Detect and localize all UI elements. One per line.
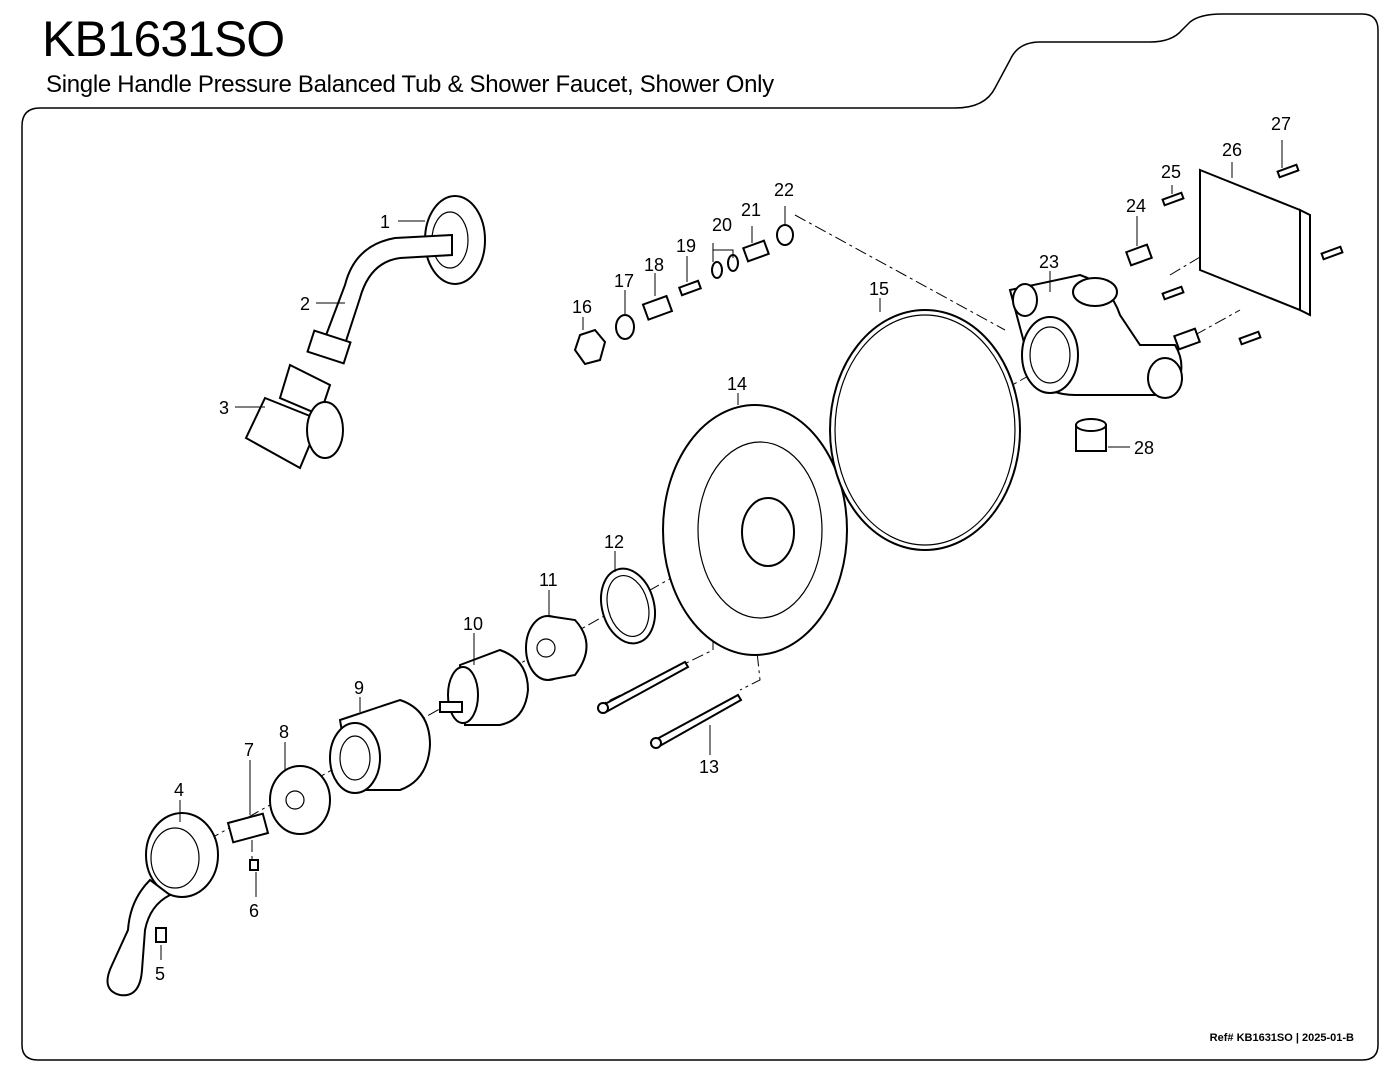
callout-21: 21 [741, 200, 761, 220]
callout-18: 18 [644, 255, 664, 275]
callout-1: 1 [380, 212, 390, 232]
washers-20 [711, 254, 739, 279]
callout-8: 8 [279, 722, 289, 742]
callout-27: 27 [1271, 114, 1291, 134]
retaining-ring [600, 567, 656, 645]
callout-9: 9 [354, 678, 364, 698]
callout-6: 6 [249, 901, 259, 921]
callout-17: 17 [614, 271, 634, 291]
washer-22 [776, 224, 794, 246]
set-screw-5 [155, 927, 167, 943]
callout-5: 5 [155, 964, 165, 984]
pipe-plug [1075, 418, 1107, 452]
callout-26: 26 [1222, 140, 1242, 160]
callout-22: 22 [774, 180, 794, 200]
callout-11: 11 [539, 570, 558, 590]
mounting-screws-27 [1276, 163, 1344, 261]
callout-12: 12 [604, 532, 624, 552]
callout-3: 3 [219, 398, 229, 418]
callout-10: 10 [463, 614, 483, 634]
cartridge-sleeve [329, 698, 432, 794]
callout-labels: 1 2 3 4 5 6 7 8 9 10 11 12 13 14 15 16 1… [155, 114, 1291, 984]
pressure-balance-cartridge [439, 648, 530, 726]
reference-footer: Ref# KB1631SO | 2025-01-B [1209, 1032, 1354, 1044]
product-description: Single Handle Pressure Balanced Tub & Sh… [46, 71, 774, 98]
set-screw-6 [249, 859, 259, 871]
callout-13: 13 [699, 757, 719, 777]
leader-lines [160, 140, 1283, 960]
trim-gasket [829, 309, 1021, 551]
callout-28: 28 [1134, 438, 1154, 458]
drawing-frame [21, 13, 1379, 1061]
trim-plate [662, 404, 848, 656]
valve-body [1008, 273, 1183, 399]
stop-stem-18 [641, 294, 674, 321]
shower-arm [306, 233, 453, 365]
cartridge-body [525, 615, 588, 681]
spacers [1124, 243, 1202, 351]
callout-25: 25 [1161, 162, 1181, 182]
stem-extension [226, 812, 270, 844]
lever-handle [106, 812, 219, 997]
callout-15: 15 [869, 279, 889, 299]
callout-24: 24 [1126, 196, 1146, 216]
callout-7: 7 [244, 740, 254, 760]
o-ring-17 [615, 314, 635, 340]
check-stop-21 [741, 239, 771, 263]
trim-screws [597, 660, 743, 749]
callout-19: 19 [676, 236, 696, 256]
spring-19 [677, 279, 703, 297]
callout-14: 14 [727, 374, 747, 394]
shower-head [244, 363, 344, 470]
callout-23: 23 [1039, 252, 1059, 272]
handle-adapter [269, 765, 331, 835]
stop-cap-nut [573, 328, 607, 366]
callout-4: 4 [174, 780, 184, 800]
callout-2: 2 [300, 294, 310, 314]
callout-16: 16 [572, 297, 592, 317]
mounting-plate [1199, 168, 1311, 317]
callout-20: 20 [712, 215, 732, 235]
model-number-title: KB1631SO [42, 11, 285, 67]
